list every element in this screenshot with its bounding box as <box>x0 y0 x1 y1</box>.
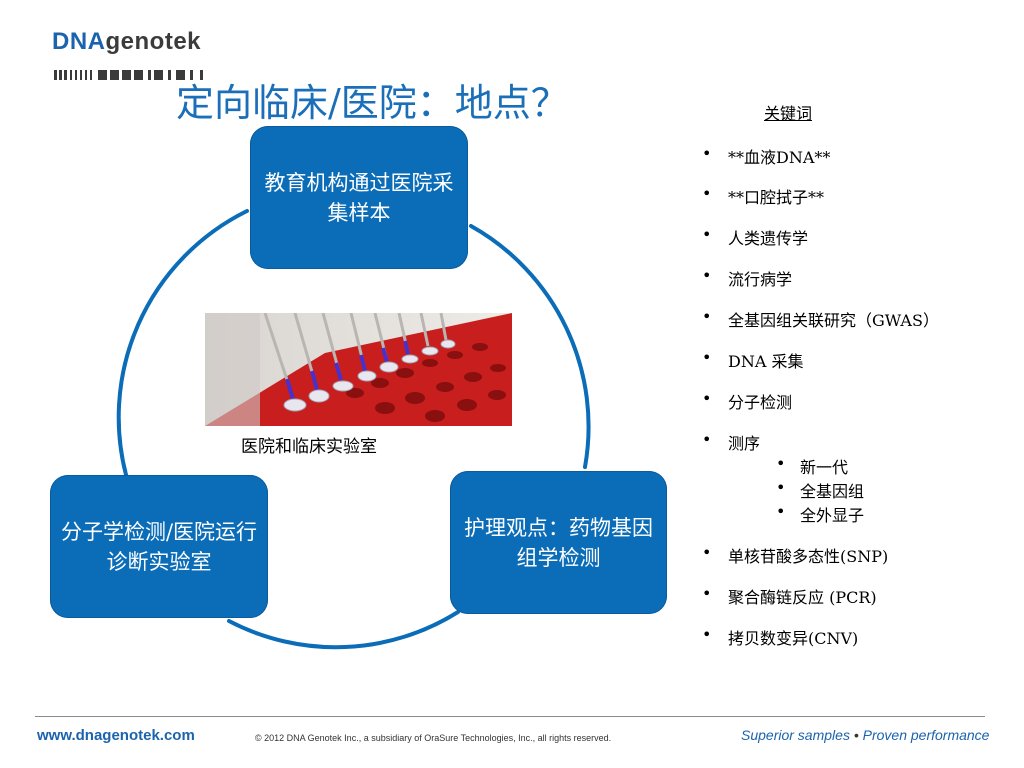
cycle-box-bottom-left-text: 分子学检测/医院运行诊断实验室 <box>60 519 258 574</box>
keywords-heading: 关键词 <box>764 104 813 123</box>
cycle-box-pharmacogenomics: 护理观点：药物基因组学检测 <box>450 471 667 614</box>
keyword-item: •人类遗传学 <box>702 225 809 248</box>
cycle-box-sample-collection: 教育机构通过医院采集样本 <box>250 126 468 269</box>
keyword-sub-item: •新一代 <box>776 454 849 477</box>
ring-arc-top-left <box>116 209 249 484</box>
tagline-left: Superior samples <box>741 727 850 743</box>
cycle-box-bottom-right-text: 护理观点：药物基因组学检测 <box>464 515 653 570</box>
footer-website-link[interactable]: www.dnagenotek.com <box>37 727 195 744</box>
keyword-sub-item: •全基因组 <box>776 478 865 501</box>
keyword-item: •拷贝数变异(CNV) <box>702 625 859 648</box>
tagline-right: Proven performance <box>862 727 990 743</box>
logo-wordmark: DNAgenotek <box>52 28 201 56</box>
keyword-item: •DNA 采集 <box>702 348 804 371</box>
keyword-item: •单核苷酸多态性(SNP) <box>702 543 889 566</box>
cycle-box-top-text: 教育机构通过医院采集样本 <box>264 170 454 225</box>
cycle-box-molecular-testing: 分子学检测/医院运行诊断实验室 <box>50 475 268 618</box>
footer-tagline: Superior samples • Proven performance <box>741 727 989 743</box>
logo-genotek: genotek <box>105 28 202 55</box>
keyword-item: •分子检测 <box>702 389 793 412</box>
footer-divider <box>35 716 985 717</box>
keyword-item: •全基因组关联研究（GWAS） <box>702 307 939 330</box>
keyword-item: •流行病学 <box>702 266 793 289</box>
keyword-item: •测序 <box>702 430 761 453</box>
footer-copyright: © 2012 DNA Genotek Inc., a subsidiary of… <box>255 733 612 743</box>
slide-title: 定向临床/医院：地点？ <box>176 81 569 125</box>
image-caption: 医院和临床实验室 <box>241 437 377 457</box>
tagline-dot: • <box>853 727 859 743</box>
dna-genotek-logo: DNAgenotek <box>52 28 212 84</box>
logo-dna: DNA <box>52 28 106 55</box>
keyword-item: •**口腔拭子** <box>702 184 825 207</box>
ring-arc-top-right <box>469 224 591 469</box>
cycle-ring <box>116 209 591 650</box>
lab-pipette-photo <box>205 313 512 426</box>
keyword-item: •**血液DNA** <box>702 144 831 167</box>
ring-arc-bottom <box>227 610 460 650</box>
keyword-item: •聚合酶链反应 (PCR) <box>702 584 877 607</box>
logo-barcode-icon <box>54 70 203 80</box>
keyword-sub-item: •全外显子 <box>776 502 865 525</box>
